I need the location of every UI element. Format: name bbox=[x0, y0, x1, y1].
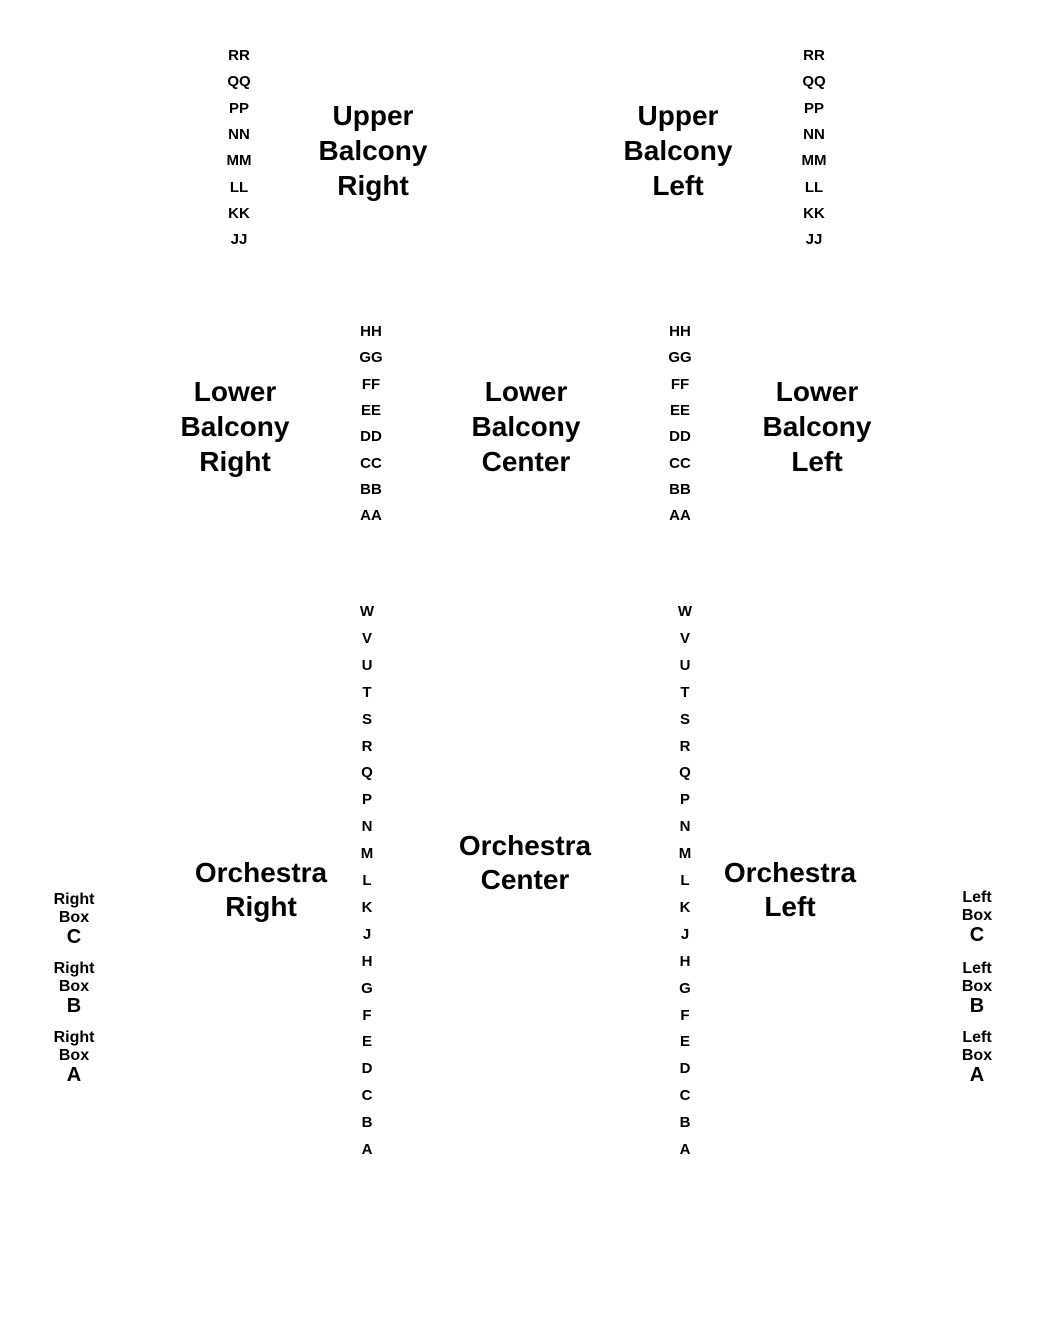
row-label: B bbox=[361, 1114, 373, 1132]
section-orchestra-right: Orchestra Right bbox=[194, 857, 328, 922]
row-label: CC bbox=[669, 454, 691, 472]
row-label: LL bbox=[229, 178, 249, 196]
row-label: F bbox=[680, 1006, 690, 1024]
row-label: C bbox=[361, 1087, 373, 1105]
row-label: DD bbox=[669, 428, 691, 446]
row-label: Q bbox=[361, 764, 373, 782]
row-label: JJ bbox=[805, 231, 823, 249]
row-label: FF bbox=[361, 375, 381, 393]
section-lower-balcony-right: Lower Balcony Right bbox=[180, 376, 290, 477]
row-label: Q bbox=[679, 764, 691, 782]
row-label: U bbox=[679, 656, 691, 674]
row-label: P bbox=[679, 791, 690, 809]
box-right-a: Right Box A bbox=[53, 1029, 95, 1086]
row-label: PP bbox=[803, 99, 824, 117]
box-right-b: Right Box B bbox=[53, 960, 95, 1017]
row-label: E bbox=[679, 1033, 690, 1051]
row-label: MM bbox=[801, 152, 827, 170]
row-label: H bbox=[679, 952, 691, 970]
box-left-c: Left Box C bbox=[961, 889, 993, 946]
row-label: R bbox=[361, 737, 373, 755]
row-label: QQ bbox=[802, 73, 826, 91]
row-label: V bbox=[679, 629, 690, 647]
row-label: KK bbox=[228, 204, 250, 222]
row-label: R bbox=[679, 737, 691, 755]
row-label: GG bbox=[668, 349, 692, 367]
row-label: JJ bbox=[230, 231, 248, 249]
box-left-a: Left Box A bbox=[961, 1029, 993, 1086]
row-label: RR bbox=[803, 47, 825, 64]
section-upper-balcony-left: Upper Balcony Left bbox=[623, 100, 733, 201]
row-label: S bbox=[679, 710, 690, 728]
row-label: T bbox=[362, 683, 372, 701]
row-label: E bbox=[361, 1033, 372, 1051]
row-label: FF bbox=[670, 375, 690, 393]
row-label: NN bbox=[228, 125, 250, 143]
row-label: H bbox=[361, 952, 373, 970]
row-label: AA bbox=[360, 507, 382, 525]
row-label: L bbox=[680, 872, 690, 889]
section-orchestra-center: Orchestra Center bbox=[458, 830, 592, 895]
row-label: D bbox=[679, 1060, 691, 1078]
row-label: KK bbox=[803, 204, 825, 222]
row-label: NN bbox=[803, 125, 825, 143]
row-label: S bbox=[361, 710, 372, 728]
row-label: BB bbox=[360, 480, 382, 498]
row-label: J bbox=[680, 925, 690, 943]
row-label: C bbox=[679, 1087, 691, 1105]
row-label: F bbox=[362, 1006, 372, 1024]
section-orchestra-left: Orchestra Left bbox=[723, 857, 857, 922]
row-label: MM bbox=[226, 152, 252, 170]
row-label: GG bbox=[359, 349, 383, 367]
row-label: M bbox=[678, 845, 692, 863]
row-label: CC bbox=[360, 454, 382, 472]
row-label: EE bbox=[669, 401, 690, 419]
row-label: G bbox=[679, 979, 691, 997]
row-label: J bbox=[362, 925, 372, 943]
row-label: P bbox=[361, 791, 372, 809]
row-label: B bbox=[679, 1114, 691, 1132]
row-label: EE bbox=[360, 401, 381, 419]
row-label: BB bbox=[669, 480, 691, 498]
row-label: LL bbox=[804, 178, 824, 196]
section-upper-balcony-right: Upper Balcony Right bbox=[318, 100, 428, 201]
row-label: A bbox=[361, 1141, 373, 1158]
section-lower-balcony-center: Lower Balcony Center bbox=[471, 376, 581, 477]
row-label: W bbox=[677, 603, 693, 620]
row-label: AA bbox=[669, 507, 691, 525]
row-label: N bbox=[361, 818, 373, 836]
row-label: K bbox=[679, 898, 691, 916]
row-label: L bbox=[362, 872, 372, 889]
box-left-b: Left Box B bbox=[961, 960, 993, 1017]
row-label: K bbox=[361, 898, 373, 916]
section-lower-balcony-left: Lower Balcony Left bbox=[762, 376, 872, 477]
row-label: HH bbox=[360, 323, 382, 340]
row-label: D bbox=[361, 1060, 373, 1078]
row-label: M bbox=[360, 845, 374, 863]
row-label: W bbox=[359, 603, 375, 620]
row-label: RR bbox=[228, 47, 250, 64]
row-label: G bbox=[361, 979, 373, 997]
row-label: DD bbox=[360, 428, 382, 446]
row-label: V bbox=[361, 629, 372, 647]
row-label: U bbox=[361, 656, 373, 674]
row-label: HH bbox=[669, 323, 691, 340]
row-label: PP bbox=[228, 99, 249, 117]
row-label: N bbox=[679, 818, 691, 836]
row-label: QQ bbox=[227, 73, 251, 91]
row-label: T bbox=[680, 683, 690, 701]
row-label: A bbox=[679, 1141, 691, 1158]
box-right-c: Right Box C bbox=[53, 891, 95, 948]
